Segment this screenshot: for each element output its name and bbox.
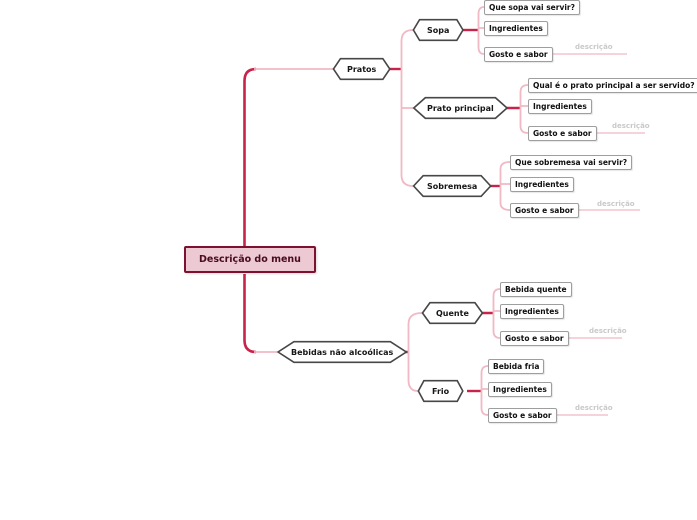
- hexagon-shape: [277, 341, 407, 363]
- connector-pratos-trunk: [400, 29, 414, 187]
- branch-label: Pratos: [347, 64, 377, 74]
- topic-frio[interactable]: Frio: [418, 380, 463, 402]
- branch-label: Bebidas não alcoólicas: [291, 347, 394, 357]
- detail-frio-ingredientes[interactable]: Ingredientes: [488, 382, 552, 397]
- hexagon-shape: [413, 97, 508, 119]
- topic-label: Sobremesa: [427, 181, 478, 191]
- note-frio-descricao[interactable]: descrição: [575, 404, 613, 412]
- detail-que-sopa-vai-servir[interactable]: Que sopa vai servir?: [484, 0, 580, 15]
- topic-quente[interactable]: Quente: [422, 302, 483, 324]
- topic-prato-principal[interactable]: Prato principal: [413, 97, 508, 119]
- branch-pratos[interactable]: Pratos: [333, 58, 390, 80]
- note-sopa-descricao[interactable]: descrição: [575, 43, 613, 51]
- detail-sopa-ingredientes[interactable]: Ingredientes: [484, 21, 548, 36]
- detail-bebida-quente[interactable]: Bebida quente: [500, 282, 572, 297]
- note-quente-descricao[interactable]: descrição: [589, 327, 627, 335]
- detail-frio-gosto-e-sabor[interactable]: Gosto e sabor: [488, 408, 557, 423]
- note-sobremesa-descricao[interactable]: descrição: [597, 200, 635, 208]
- topic-label: Quente: [436, 308, 469, 318]
- detail-que-sobremesa-vai-servir[interactable]: Que sobremesa vai servir?: [510, 155, 633, 170]
- connector-root-to-pratos: [243, 67, 257, 246]
- connector-quente-trunk: [492, 288, 501, 339]
- hexagon-shape: [413, 175, 491, 197]
- branch-bebidas-nao-alcoolicas[interactable]: Bebidas não alcoólicas: [277, 341, 407, 363]
- hexagon-shape: [418, 380, 463, 402]
- detail-prato-ingredientes[interactable]: Ingredientes: [528, 99, 592, 114]
- detail-prato-gosto-e-sabor[interactable]: Gosto e sabor: [528, 126, 597, 141]
- detail-bebida-fria[interactable]: Bebida fria: [488, 359, 545, 374]
- connector-root-to-bebidas: [243, 274, 257, 354]
- note-prato-descricao[interactable]: descrição: [612, 122, 650, 130]
- detail-sobremesa-gosto-e-sabor[interactable]: Gosto e sabor: [510, 203, 579, 218]
- topic-label: Prato principal: [427, 103, 494, 113]
- connector-frio-trunk: [480, 365, 489, 416]
- topic-label: Sopa: [427, 25, 450, 35]
- hexagon-shape: [333, 58, 390, 80]
- connector-prato-principal-trunk: [519, 84, 529, 134]
- topic-sobremesa[interactable]: Sobremesa: [413, 175, 491, 197]
- connector-sobremesa-trunk: [499, 161, 511, 211]
- hexagon-shape: [413, 19, 463, 41]
- detail-sopa-gosto-e-sabor[interactable]: Gosto e sabor: [484, 47, 553, 62]
- detail-quente-ingredientes[interactable]: Ingredientes: [500, 304, 564, 319]
- hexagon-shape: [422, 302, 483, 324]
- detail-qual-prato-principal[interactable]: Qual é o prato principal a ser servido?: [528, 78, 697, 93]
- topic-sopa[interactable]: Sopa: [413, 19, 463, 41]
- connector-sopa-trunk: [477, 6, 485, 55]
- topic-label: Frio: [432, 386, 450, 396]
- detail-quente-gosto-e-sabor[interactable]: Gosto e sabor: [500, 331, 569, 346]
- root-topic[interactable]: Descrição do menu: [184, 246, 316, 273]
- connector-bebidas-trunk: [407, 312, 423, 392]
- detail-sobremesa-ingredientes[interactable]: Ingredientes: [510, 177, 574, 192]
